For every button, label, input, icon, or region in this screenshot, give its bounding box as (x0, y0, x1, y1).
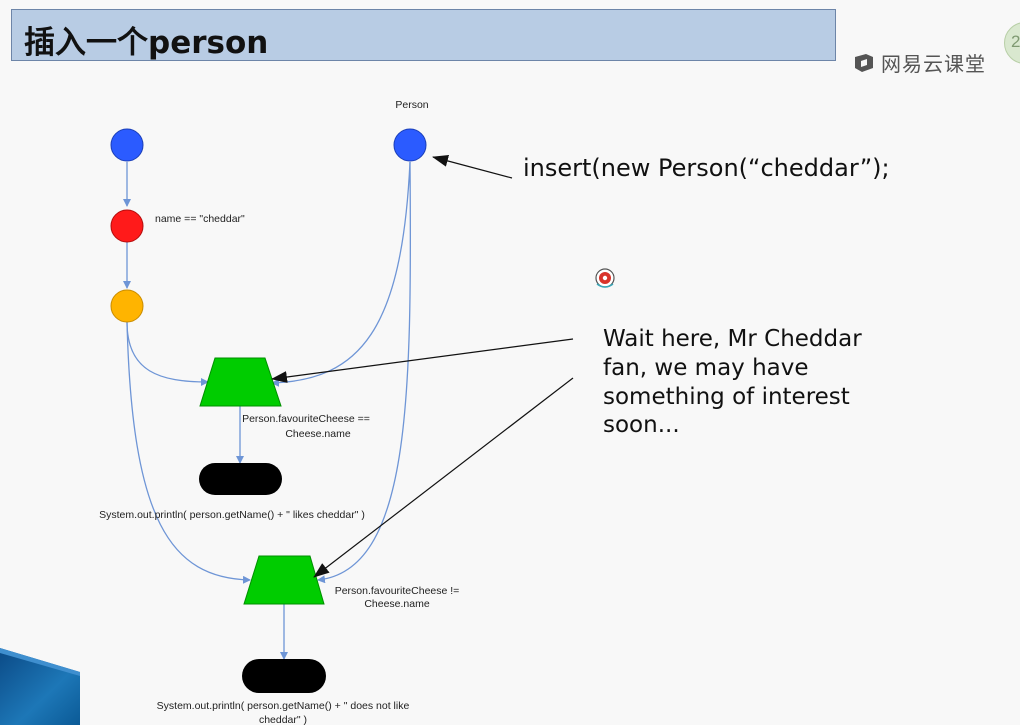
record-pointer-icon (595, 268, 615, 288)
join1-label-line1: Person.favouriteCheese == (242, 413, 370, 425)
join-node-1 (199, 357, 282, 407)
object-type-node-person (393, 128, 427, 162)
insert-arrow (432, 155, 513, 179)
join-node-2 (243, 555, 325, 605)
terminal2-label-line2: cheddar" ) (259, 714, 307, 725)
edges (123, 161, 412, 660)
join2-label-line2: Cheese.name (364, 598, 430, 610)
logo-icon (855, 53, 873, 72)
wait-callout-line2: fan, we may have (603, 355, 809, 381)
wait-arrow-1 (271, 338, 574, 383)
join2-label-line1: Person.favouriteCheese != (335, 585, 460, 597)
terminal-node-2 (242, 659, 326, 693)
corner-stripe (0, 648, 80, 725)
terminal1-label: System.out.println( person.getName() + "… (99, 509, 365, 521)
alpha-node (110, 209, 144, 243)
title-bar: 插入一个person (11, 9, 836, 61)
constraint-label: name == "cheddar" (155, 213, 245, 225)
terminal-node-1 (199, 463, 282, 495)
alpha-memory-node (110, 289, 144, 323)
watermark-text: 网易云课堂 (881, 52, 986, 76)
slide-title: 插入一个person (24, 25, 269, 61)
edge-person-to-join1 (271, 161, 411, 387)
wait-arrow-2 (313, 377, 574, 578)
callout-arrows (271, 155, 574, 578)
insert-code-callout: insert(new Person(“cheddar”); (523, 154, 890, 182)
edge-person-to-join2 (317, 161, 412, 584)
watermark: 网易云课堂 (853, 48, 986, 77)
person-node-label: Person (395, 99, 428, 111)
terminal2-label-line1: System.out.println( person.getName() + "… (157, 700, 410, 712)
wait-callout-line3: something of interest (603, 384, 850, 410)
wait-callout-line4: soon... (603, 412, 680, 438)
join1-label-line2: Cheese.name (285, 428, 351, 440)
wait-callout-line1: Wait here, Mr Cheddar (603, 326, 862, 352)
edge-memory-to-join2 (126, 321, 251, 584)
edge-memory-to-join1 (126, 321, 209, 386)
corner-badge-digit: 2 (1011, 32, 1020, 51)
object-type-node-root (110, 128, 144, 162)
